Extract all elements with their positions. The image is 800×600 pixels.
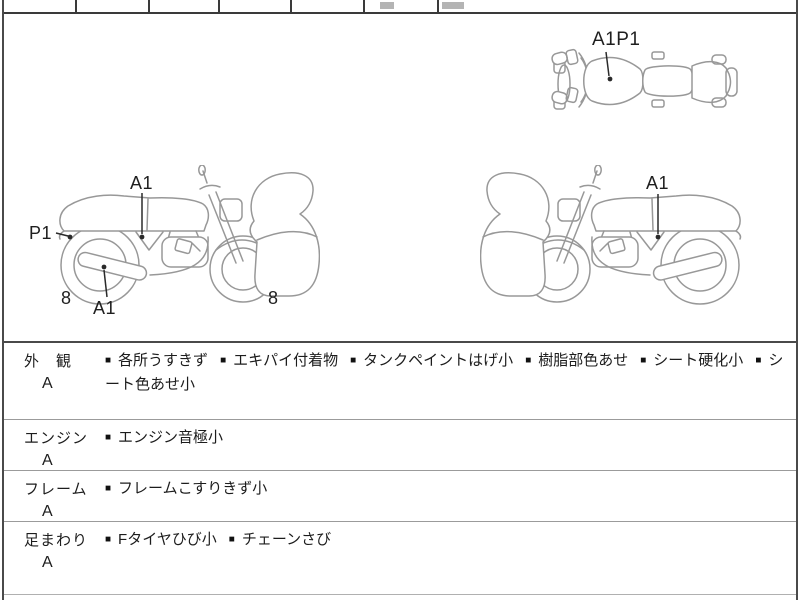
bullet-square-icon: ■ [105, 534, 112, 545]
cutoff-header-row [2, 0, 798, 14]
grade-value: A [42, 503, 53, 520]
damage-label-a1-top-left-bike: A1 [130, 173, 154, 193]
page-left-border [2, 0, 4, 600]
category-column: エンジン A [24, 427, 105, 470]
category-column: 足まわり A [24, 529, 105, 572]
bullet-square-icon: ■ [640, 355, 647, 366]
bullet-square-icon: ■ [525, 355, 532, 366]
condition-item-text: シート色あせ小 [105, 352, 784, 393]
condition-item-text: チェーンさび [241, 531, 332, 548]
table-column-divider [363, 0, 365, 12]
condition-items: ■ フレームこすりきず小 [105, 478, 792, 502]
motorcycle-left-side-diagram [50, 165, 320, 305]
category-label: 足まわり [24, 532, 89, 549]
table-column-divider [75, 0, 77, 12]
wheel-mark-8-front: 8 [268, 288, 279, 308]
condition-item-text: 樹脂部色あせ [538, 352, 629, 369]
motorcycle-side-art-mirrored [480, 165, 742, 305]
table-column-divider [437, 0, 439, 12]
bullet-square-icon: ■ [755, 355, 762, 366]
grade-value: A [42, 375, 53, 392]
wheel-mark-8-rear: 8 [61, 288, 72, 308]
bullet-square-icon: ■ [228, 534, 235, 545]
damage-label-a1p1: A1P1 [592, 29, 641, 50]
category-column: フレーム A [24, 478, 105, 521]
motorcycle-right-side-diagram [480, 165, 750, 305]
inspection-row-exterior: 外 観 A ■各所うすきず■エキパイ付着物■タンクペイントはげ小■樹脂部色あせ■… [4, 343, 796, 419]
clipped-text-fragment [442, 2, 464, 9]
inspection-row-engine: エンジン A ■ エンジン音極小 [4, 419, 796, 470]
category-label: エンジン [24, 430, 89, 447]
page-right-border [796, 0, 798, 600]
table-column-divider [290, 0, 292, 12]
bullet-square-icon: ■ [105, 432, 112, 443]
motorcycle-top-view-diagram [548, 28, 748, 123]
bullet-square-icon: ■ [105, 483, 112, 494]
inspection-row-frame: フレーム A ■ フレームこすりきず小 [4, 470, 796, 521]
motorcycle-side-art [58, 165, 320, 305]
condition-item-text: エキパイ付着物 [233, 352, 339, 369]
inspection-row-undercarriage: 足まわり A ■ Fタイヤひび小 ■ チェーンさび [4, 521, 796, 595]
grade-value: A [42, 554, 53, 571]
condition-item-text: タンクペイントはげ小 [363, 352, 514, 369]
damage-label-p1-left-bike: P1 [29, 223, 53, 243]
condition-items: ■ エンジン音極小 [105, 427, 792, 451]
table-column-divider [148, 0, 150, 12]
category-column: 外 観 A [24, 350, 105, 393]
condition-item-text: エンジン音極小 [118, 429, 224, 446]
condition-item-text: 各所うすきず [118, 352, 209, 369]
condition-item-text: フレームこすりきず小 [118, 480, 268, 497]
motorcycle-top-view-art [551, 48, 738, 110]
category-label: フレーム [24, 481, 88, 498]
condition-items: ■ 各所うすきず ■ エキパイ付着物 ■ タンクペイントはげ小 ■ 樹脂部色あせ ■ シート硬化小… [105, 350, 792, 396]
damage-label-a1-right-bike: A1 [646, 173, 670, 193]
clipped-text-fragment [380, 2, 394, 9]
bullet-square-icon: ■ [350, 355, 357, 366]
category-label: 外 観 [24, 353, 73, 370]
grade-value: A [42, 452, 53, 469]
inspection-table: 外 観 A ■各所うすきず■エキパイ付着物■タンクペイントはげ小■樹脂部色あせ■… [4, 341, 796, 595]
damage-label-a1-bottom-left-bike: A1 [93, 298, 117, 318]
condition-items: ■ Fタイヤひび小 ■ チェーンさび [105, 529, 792, 553]
table-column-divider [218, 0, 220, 12]
condition-item-text: シート硬化小 [653, 352, 744, 369]
condition-item-text: Fタイヤひび小 [118, 531, 217, 548]
bullet-square-icon: ■ [105, 355, 112, 366]
bullet-square-icon: ■ [220, 355, 227, 366]
